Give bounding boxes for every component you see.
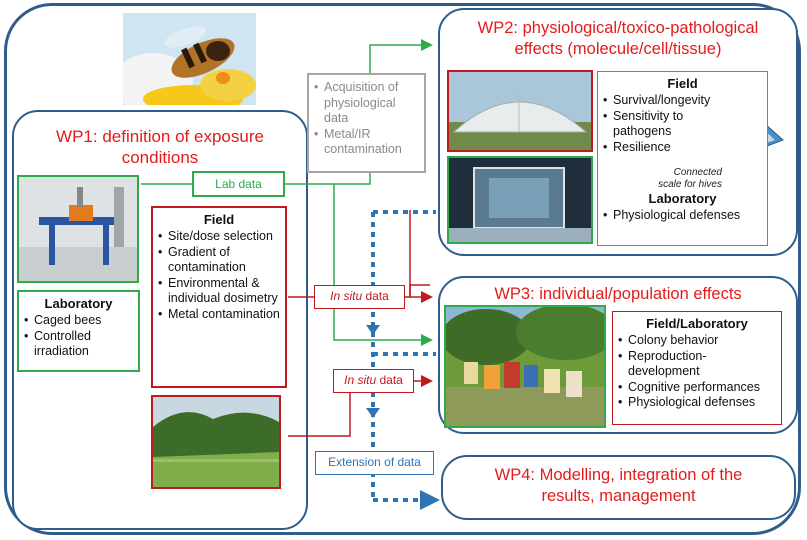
list-item: Acquisition of physiological data: [313, 80, 420, 127]
wp1-title: WP1: definition of exposure conditions: [14, 126, 306, 169]
list-item: Resilience: [602, 140, 702, 156]
scale-caption: Connected scale for hives: [658, 167, 722, 190]
lab-to-wp3-line: [333, 184, 433, 346]
wp2-field-box: Field Survival/longevity Sensitivity to …: [597, 71, 768, 246]
list-item: Environmental & individual dosimetry: [157, 276, 281, 307]
in-situ-data-label-2: In situ data: [333, 369, 414, 393]
extension-arrowhead-2: [366, 408, 380, 418]
wp2-title: WP2: physiological/toxico-pathological e…: [440, 18, 796, 59]
lab-data-label: Lab data: [192, 171, 285, 197]
wp2-field-heading: Field: [667, 76, 698, 91]
extension-of-data-label: Extension of data: [315, 451, 434, 475]
wp4-title: WP4: Modelling, integration of the resul…: [443, 465, 794, 506]
list-item: Survival/longevity: [602, 93, 710, 109]
apiary-photo: [444, 305, 606, 428]
list-item: Reproduction-development: [617, 349, 777, 380]
wp3-field-lab-heading: Field/Laboratory: [646, 316, 748, 331]
greenhouse-photo: [447, 70, 593, 152]
wp1-title-line2: conditions: [121, 148, 199, 168]
irradiation-facility-photo: [17, 175, 139, 283]
wp4-box: WP4: Modelling, integration of the resul…: [441, 455, 796, 520]
list-item: Metal/IR contamination: [313, 127, 420, 158]
wp1-field-box: Field Site/dose selection Gradient of co…: [151, 206, 287, 388]
list-item: Metal contamination: [157, 307, 281, 323]
list-item: Site/dose selection: [157, 229, 281, 245]
wp3-field-lab-box: Field/Laboratory Colony behavior Reprodu…: [612, 311, 782, 425]
lab-cage-photo: [447, 156, 593, 244]
wp3-title: WP3: individual/population effects: [494, 285, 742, 303]
wp1-laboratory-box: Laboratory Caged bees Controlled irradia…: [17, 290, 140, 372]
wp2-laboratory-heading: Laboratory: [648, 191, 717, 206]
outer-frame: [4, 3, 801, 535]
wp1-field-heading: Field: [203, 212, 235, 227]
wp1-title-line1: WP1: definition of exposure: [56, 127, 264, 146]
list-item: Sensitivity to pathogens: [602, 109, 702, 140]
wp2-title-line2: effects (molecule/cell/tissue): [514, 39, 722, 58]
wp1-laboratory-heading: Laboratory: [44, 296, 113, 311]
list-item: Controlled irradiation: [23, 329, 134, 360]
wp2-title-line1: WP2: physiological/toxico-pathological: [477, 19, 759, 37]
in-situ-rest: data: [362, 289, 389, 303]
landscape-photo: [151, 395, 281, 489]
bee-photo: [123, 13, 256, 105]
list-item: Caged bees: [23, 313, 134, 329]
list-item: Physiological defenses: [602, 208, 763, 224]
list-item: Colony behavior: [617, 333, 777, 349]
list-item: Cognitive performances: [617, 380, 777, 396]
extension-arrowhead-1: [366, 325, 380, 335]
wp4-title-line1: WP4: Modelling, integration of the: [494, 466, 743, 484]
list-item: Gradient of contamination: [157, 245, 281, 276]
in-situ-italic: In situ: [330, 289, 363, 303]
in-situ-italic: In situ: [344, 373, 377, 387]
in-situ-rest: data: [376, 373, 403, 387]
acquisition-box: Acquisition of physiological data Metal/…: [307, 73, 426, 173]
wp4-title-line2: results, management: [541, 486, 696, 505]
list-item: Physiological defenses: [617, 395, 777, 411]
in-situ-data-label-1: In situ data: [314, 285, 405, 309]
